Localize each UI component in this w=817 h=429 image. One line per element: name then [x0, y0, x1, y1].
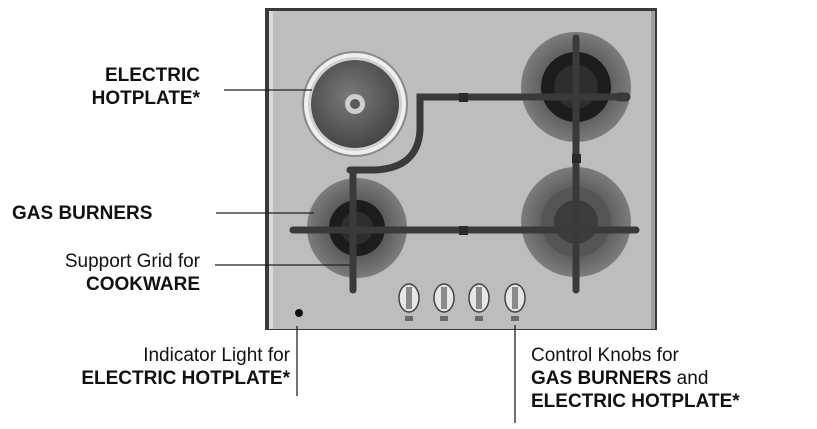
- label-electric-hotplate-line2: HOTPLATE*: [91, 88, 200, 109]
- leader-lines: [215, 89, 516, 423]
- label-control-knobs: Control Knobs for GAS BURNERS and ELECTR…: [531, 344, 740, 413]
- label-control-knobs-line2: GAS BURNERS and: [531, 367, 740, 390]
- electric-hotplate-icon: [302, 51, 408, 157]
- label-electric-hotplate: ELECTRIC HOTPLATE*: [92, 64, 200, 110]
- label-gas-burners: GAS BURNERS: [12, 203, 153, 224]
- label-indicator-light-line1: Indicator Light for: [143, 345, 290, 366]
- label-indicator-light: Indicator Light for ELECTRIC HOTPLATE*: [81, 344, 290, 390]
- support-grid-icon: [289, 34, 640, 294]
- label-indicator-light-line2: ELECTRIC HOTPLATE*: [81, 368, 290, 389]
- indicator-light-icon: [295, 309, 303, 317]
- label-support-grid-line1: Support Grid for: [64, 251, 200, 272]
- control-knob-icon: [398, 283, 526, 321]
- label-control-knobs-line3: ELECTRIC HOTPLATE*: [531, 391, 740, 412]
- label-control-knobs-line1: Control Knobs for: [531, 345, 679, 366]
- label-electric-hotplate-line1: ELECTRIC: [105, 65, 200, 86]
- label-support-grid-line2: COOKWARE: [86, 274, 200, 295]
- label-control-knobs-line2-rest: and: [671, 368, 709, 389]
- grid-joints: [459, 93, 581, 235]
- label-control-knobs-line2-bold: GAS BURNERS: [531, 368, 672, 389]
- label-support-grid: Support Grid for COOKWARE: [65, 250, 200, 296]
